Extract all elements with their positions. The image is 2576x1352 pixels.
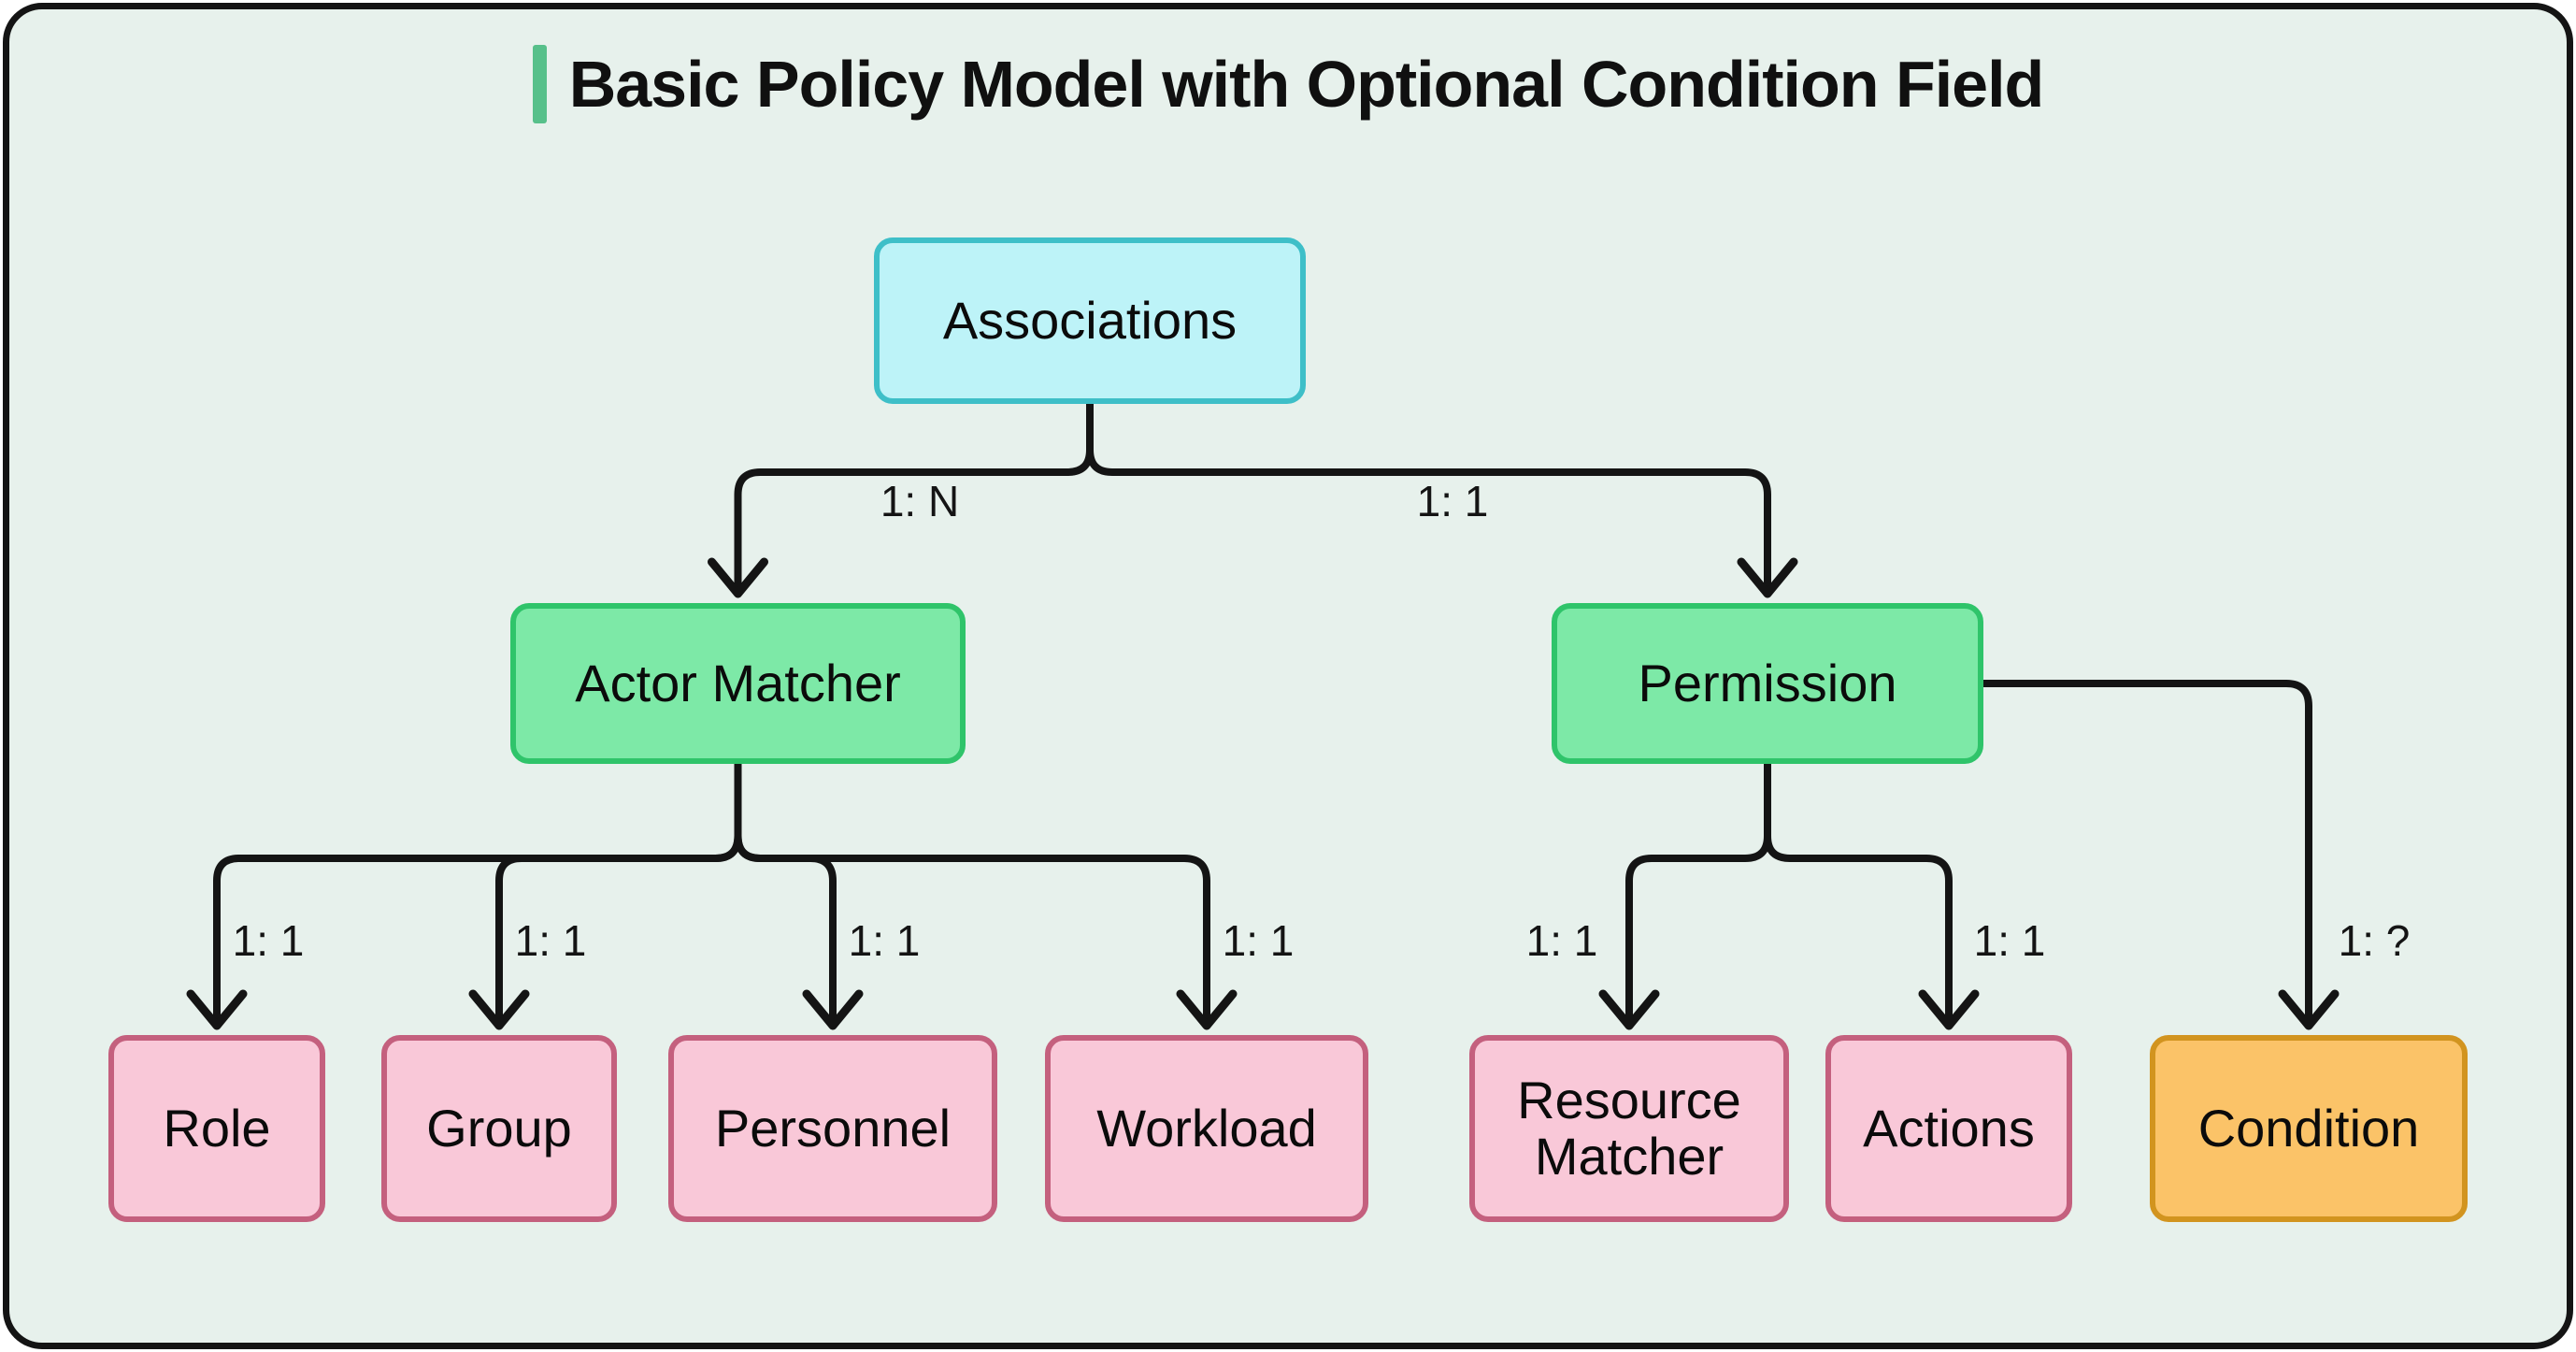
- node-actor-matcher: Actor Matcher: [510, 603, 966, 764]
- node-associations: Associations: [874, 237, 1306, 404]
- node-condition: Condition: [2150, 1035, 2468, 1222]
- node-label: Condition: [2197, 1098, 2420, 1158]
- node-label: Permission: [1638, 653, 1897, 712]
- diagram-title-row: Basic Policy Model with Optional Conditi…: [0, 45, 2576, 123]
- node-personnel: Personnel: [668, 1035, 997, 1222]
- node-label: Resource Matcher: [1517, 1070, 1741, 1186]
- node-workload: Workload: [1045, 1035, 1368, 1222]
- node-label: Personnel: [714, 1098, 952, 1158]
- node-label: Workload: [1096, 1098, 1317, 1158]
- node-actions: Actions: [1825, 1035, 2072, 1222]
- node-permission: Permission: [1552, 603, 1983, 764]
- node-label: Actor Matcher: [575, 653, 901, 712]
- node-group: Group: [381, 1035, 617, 1222]
- node-label: Associations: [942, 290, 1238, 350]
- diagram-title: Basic Policy Model with Optional Conditi…: [568, 48, 2045, 121]
- node-label: Actions: [1863, 1098, 2035, 1158]
- title-accent-bar: [532, 45, 547, 123]
- node-label: Group: [426, 1098, 572, 1158]
- node-resource-matcher: Resource Matcher: [1469, 1035, 1789, 1222]
- node-label: Role: [163, 1098, 271, 1158]
- node-role: Role: [108, 1035, 325, 1222]
